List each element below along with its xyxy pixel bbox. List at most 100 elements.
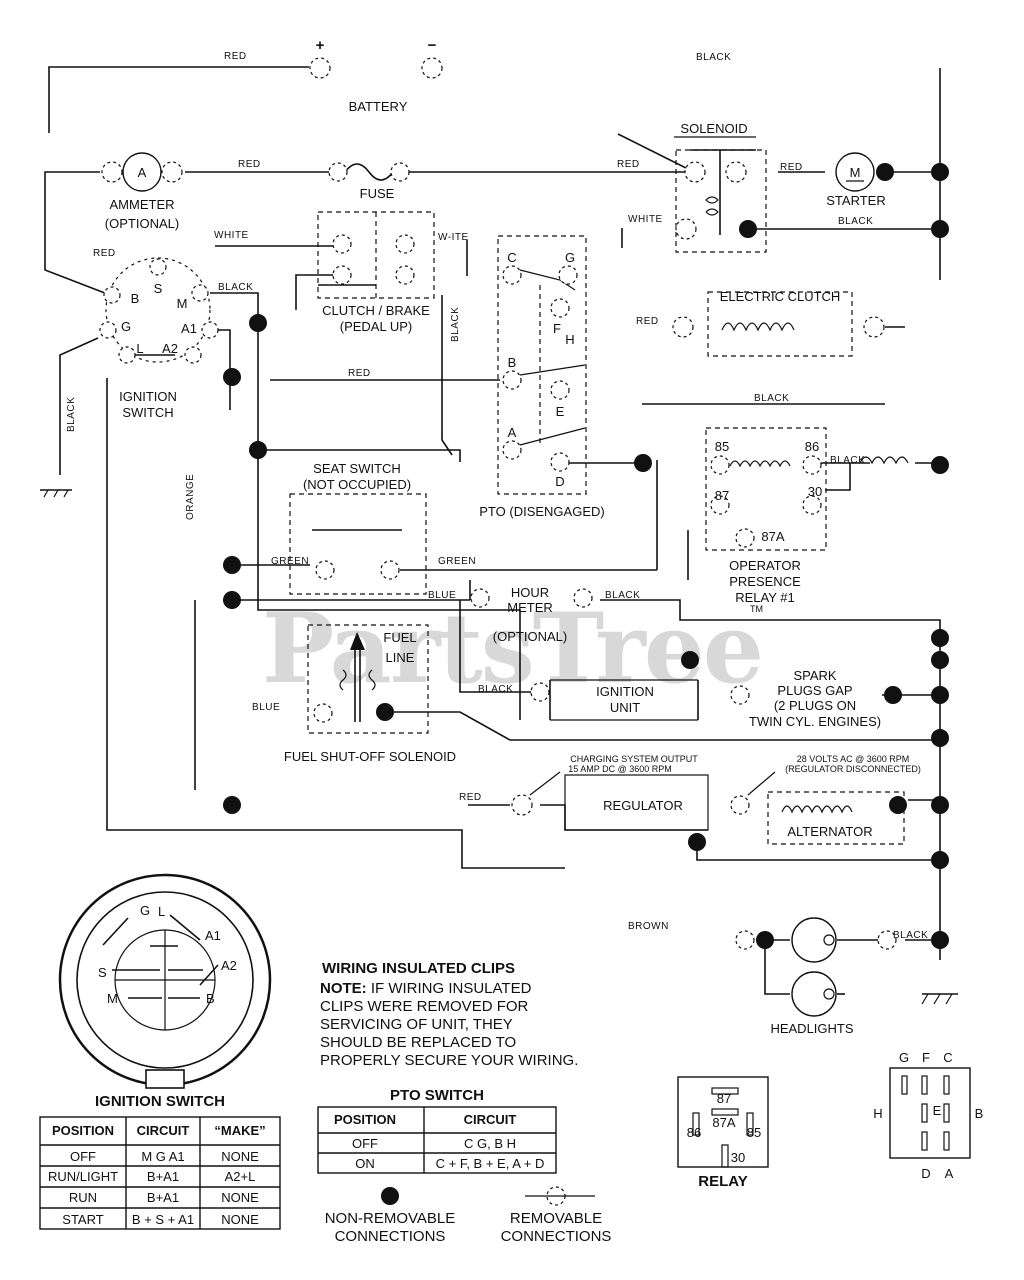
fuel-line-2: LINE	[386, 650, 415, 665]
pto-term-d: D	[555, 474, 564, 489]
svg-text:BLACK: BLACK	[605, 590, 640, 601]
relay-detail-title: RELAY	[698, 1173, 747, 1190]
spark-1: SPARK	[793, 668, 836, 683]
svg-text:85: 85	[747, 1125, 761, 1140]
battery-label: BATTERY	[349, 99, 408, 114]
ignition-switch-label-2: SWITCH	[122, 405, 173, 420]
relay-coil	[729, 460, 791, 468]
ac-2: (REGULATOR DISCONNECTED)	[785, 764, 921, 774]
svg-text:CONNECTIONS: CONNECTIONS	[501, 1228, 612, 1245]
svg-text:GREEN: GREEN	[271, 556, 309, 567]
pto-term-e: E	[556, 404, 565, 419]
solenoid-label: SOLENOID	[680, 121, 747, 136]
relay-box	[705, 427, 827, 551]
fuel-solenoid-label: FUEL SHUT-OFF SOLENOID	[284, 749, 456, 764]
svg-text:OFF: OFF	[70, 1149, 96, 1164]
svg-text:C + F, B + E, A + D: C + F, B + E, A + D	[436, 1156, 545, 1171]
svg-text:POSITION: POSITION	[334, 1112, 396, 1127]
svg-text:SHOULD BE REPLACED TO: SHOULD BE REPLACED TO	[320, 1034, 516, 1051]
svg-text:C G, B H: C G, B H	[464, 1136, 516, 1151]
legend: NON-REMOVABLE CONNECTIONS REMOVABLE CONN…	[325, 1195, 612, 1245]
fuse-label: FUSE	[360, 186, 395, 201]
charging-2: 15 AMP DC @ 3600 RPM	[568, 764, 672, 774]
spark-3: (2 PLUGS ON	[774, 698, 856, 713]
fuel-solenoid-box	[307, 624, 429, 734]
relay-detail: 87 87A 86 85 30 RELAY	[677, 1076, 769, 1190]
svg-text:RUN: RUN	[69, 1190, 97, 1205]
svg-text:NONE: NONE	[221, 1190, 259, 1205]
svg-text:BLACK: BLACK	[218, 282, 253, 293]
ammeter-symbol-text: A	[138, 165, 147, 180]
svg-text:RED: RED	[348, 368, 371, 379]
headlight-upper-icon	[791, 917, 837, 963]
svg-text:D: D	[921, 1166, 930, 1181]
battery-minus: −	[428, 37, 437, 54]
spark-4: TWIN CYL. ENGINES)	[749, 714, 881, 729]
svg-text:86: 86	[687, 1125, 701, 1140]
svg-text:RED: RED	[780, 162, 803, 173]
svg-text:BLACK: BLACK	[450, 307, 461, 342]
fuse-element	[344, 163, 394, 181]
electric-clutch-coil	[721, 322, 795, 332]
svg-text:BLUE: BLUE	[428, 590, 456, 601]
face-s: S	[98, 965, 107, 980]
hour-meter-2: METER	[507, 600, 553, 615]
hour-meter-3: (OPTIONAL)	[493, 629, 567, 644]
svg-text:WHITE: WHITE	[214, 230, 249, 241]
relay-87a: 87A	[761, 529, 784, 544]
svg-text:PROPERLY SECURE YOUR WIRING.: PROPERLY SECURE YOUR WIRING.	[320, 1052, 578, 1069]
clips-title: WIRING INSULATED CLIPS	[322, 960, 515, 977]
svg-text:CIRCUIT: CIRCUIT	[137, 1123, 190, 1138]
face-b: B	[206, 991, 215, 1006]
starter-label: STARTER	[826, 193, 885, 208]
face-a1: A1	[205, 928, 221, 943]
pto-switch-detail: G F C H E B D A	[873, 1050, 983, 1181]
ammeter-optional: (OPTIONAL)	[105, 216, 179, 231]
pto-term-f: F	[553, 321, 561, 336]
ign-term-m: M	[177, 296, 188, 311]
svg-text:87: 87	[717, 1091, 731, 1106]
svg-text:BLACK: BLACK	[478, 684, 513, 695]
fuel-line-1: FUEL	[383, 630, 416, 645]
ign-term-a2: A2	[162, 341, 178, 356]
watermark-tm: TM	[750, 604, 763, 614]
relay-86: 86	[805, 439, 819, 454]
solenoid-coil	[705, 196, 719, 216]
ground-symbol-left	[40, 489, 72, 498]
clutch-brake-label: CLUTCH / BRAKE	[322, 303, 430, 318]
ignition-switch-body	[105, 257, 211, 363]
svg-text:87A: 87A	[712, 1115, 735, 1130]
pto-term-h: H	[565, 332, 574, 347]
ammeter-symbol	[122, 152, 162, 192]
seat-switch-label: SEAT SWITCH	[313, 461, 401, 476]
svg-text:30: 30	[731, 1150, 745, 1165]
svg-text:RED: RED	[617, 159, 640, 170]
ign-term-g: G	[121, 319, 131, 334]
svg-text:F: F	[922, 1050, 930, 1065]
svg-text:B + S + A1: B + S + A1	[132, 1212, 194, 1227]
svg-text:B: B	[975, 1106, 984, 1121]
ignition-unit-2: UNIT	[610, 700, 640, 715]
battery-plus: +	[316, 37, 325, 54]
ign-term-b: B	[131, 291, 140, 306]
pto-box	[497, 235, 587, 495]
removable-connections	[99, 57, 897, 1206]
wiring-clips-note: WIRING INSULATED CLIPS NOTE: IF WIRING I…	[320, 960, 578, 1069]
headlights-label: HEADLIGHTS	[770, 1021, 853, 1036]
ign-term-a1: A1	[181, 321, 197, 336]
relay-85: 85	[715, 439, 729, 454]
pto-term-g: G	[565, 250, 575, 265]
wires	[44, 66, 941, 995]
pto-switch-table: PTO SWITCH POSITION CIRCUIT OFF C G, B H…	[317, 1087, 557, 1174]
svg-text:ORANGE: ORANGE	[185, 474, 196, 520]
svg-text:RED: RED	[459, 792, 482, 803]
regulator-box	[564, 774, 709, 831]
svg-text:M G A1: M G A1	[141, 1149, 184, 1164]
svg-text:G: G	[899, 1050, 909, 1065]
svg-text:RUN/LIGHT: RUN/LIGHT	[48, 1169, 118, 1184]
pto-table-title: PTO SWITCH	[390, 1087, 484, 1104]
relay-label-3: RELAY #1	[735, 590, 795, 605]
component-labels: + − BATTERY A M METER (OPTIONAL) FUSE SOLE…	[105, 37, 921, 1036]
alternator-box	[767, 791, 905, 845]
